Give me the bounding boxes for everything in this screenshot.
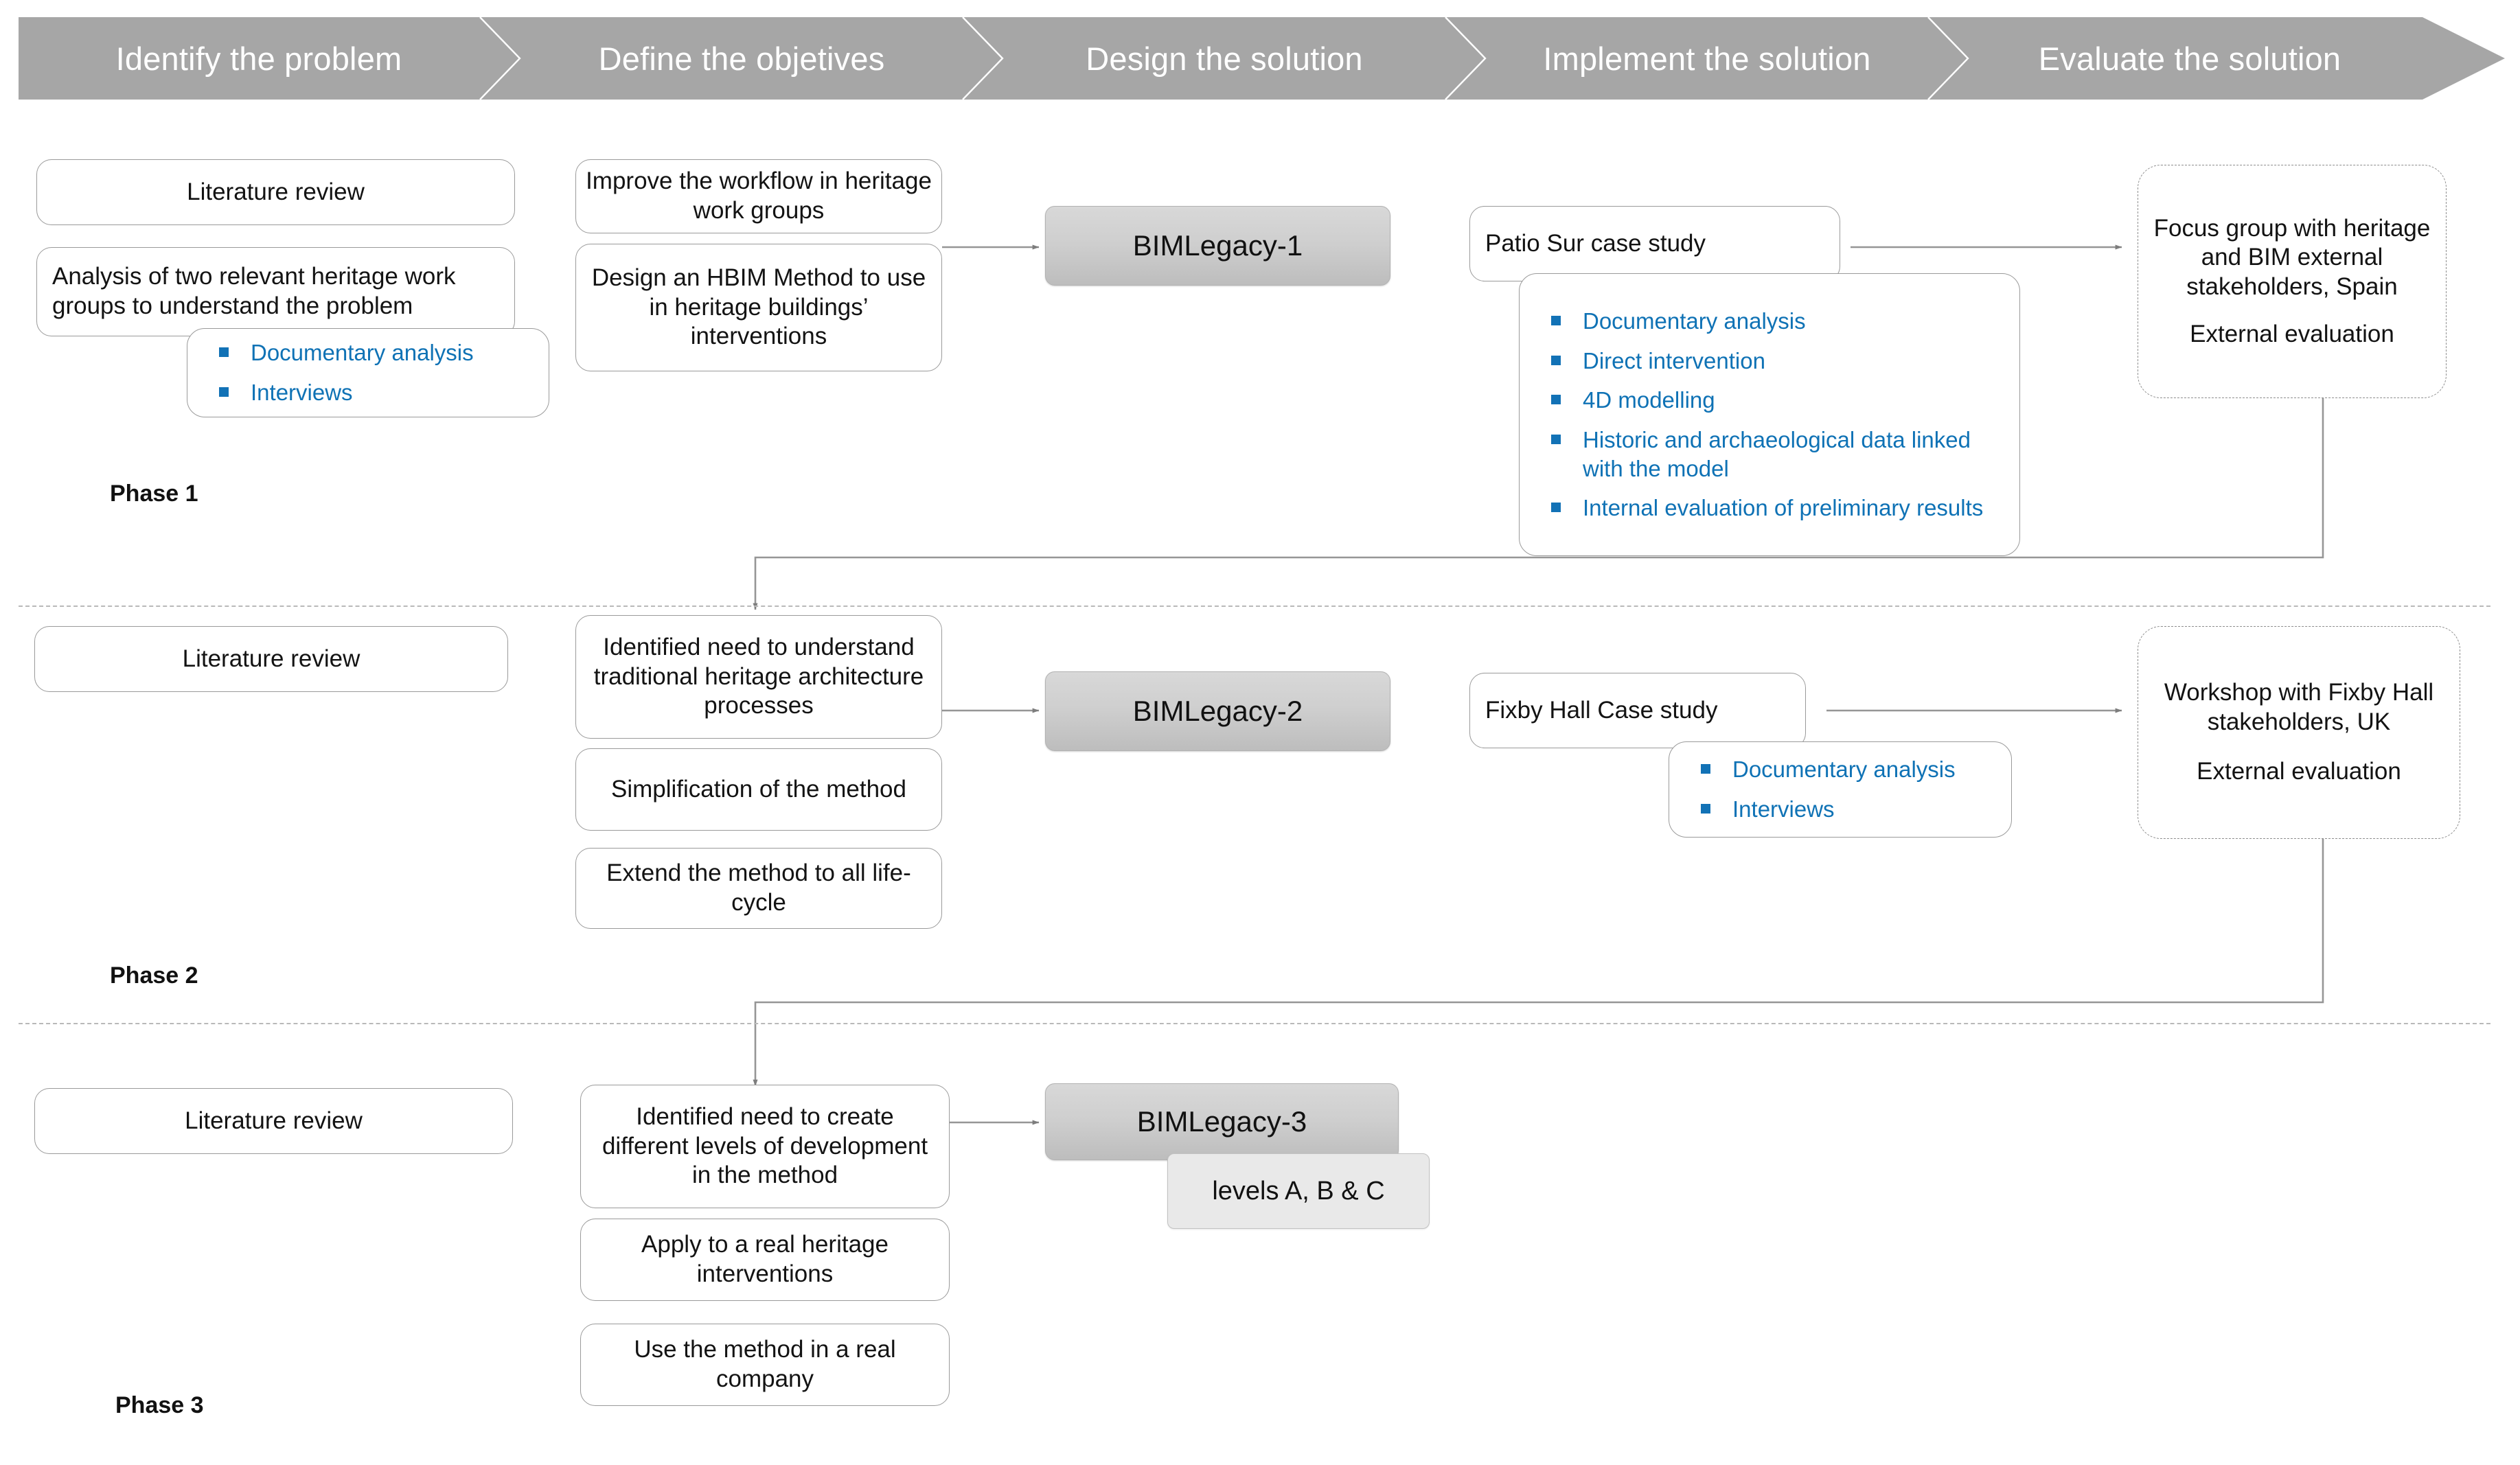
box-text: Analysis of two relevant heritage work g… — [52, 263, 456, 319]
phase2-literature-review-box[interactable]: Literature review — [34, 626, 508, 692]
phase2-objective-extend-box[interactable]: Extend the method to all life-cycle — [575, 848, 942, 929]
phase1-analysis-box[interactable]: Analysis of two relevant heritage work g… — [36, 247, 515, 336]
phase2-case-study-box[interactable]: Fixby Hall Case study — [1469, 673, 1806, 748]
box-text: Improve the workflow in heritage work gr… — [586, 168, 932, 224]
box-text: Fixby Hall Case study — [1485, 696, 1718, 724]
phase2-bimlegacy-box[interactable]: BIMLegacy-2 — [1045, 671, 1390, 751]
bullet-square-icon — [1701, 764, 1710, 774]
bullet-square-icon — [1551, 395, 1561, 405]
box-text: levels A, B & C — [1212, 1176, 1385, 1206]
phase3-literature-review-box[interactable]: Literature review — [34, 1088, 513, 1154]
evaluation-text: Focus group with heritage and BIM extern… — [2153, 214, 2431, 300]
box-text: Design an HBIM Method to use in heritage… — [591, 264, 926, 350]
bullet-square-icon — [219, 387, 229, 397]
evaluation-text: Workshop with Fixby Hall stakeholders, U… — [2164, 678, 2434, 735]
phase3-bimlegacy-box[interactable]: BIMLegacy-3 — [1045, 1083, 1399, 1160]
phase3-levels-box[interactable]: levels A, B & C — [1167, 1153, 1430, 1229]
box-text: BIMLegacy-1 — [1132, 229, 1303, 262]
phase2-objective-understand-box[interactable]: Identified need to understand traditiona… — [575, 615, 942, 739]
phase1-evaluation-box[interactable]: Focus group with heritage and BIM extern… — [2138, 165, 2447, 398]
list-item: Documentary analysis — [1701, 755, 1993, 784]
phase1-objective-workflow-box[interactable]: Improve the workflow in heritage work gr… — [575, 159, 942, 233]
phase1-identify-methods-box[interactable]: Documentary analysis Interviews — [187, 328, 549, 417]
box-text: Extend the method to all life-cycle — [606, 860, 911, 916]
list-item: Historic and archaeological data linked … — [1551, 426, 2002, 483]
phase3-objective-apply-box[interactable]: Apply to a real heritage interventions — [580, 1219, 950, 1301]
box-text: Literature review — [185, 1107, 363, 1134]
list-item: Internal evaluation of preliminary resul… — [1551, 494, 2002, 522]
phase2-evaluation-box[interactable]: Workshop with Fixby Hall stakeholders, U… — [2138, 626, 2460, 839]
phase-divider-2 — [19, 1023, 2490, 1024]
phase1-bimlegacy-box[interactable]: BIMLegacy-1 — [1045, 206, 1390, 286]
box-text: Apply to a real heritage interventions — [641, 1231, 889, 1287]
phase3-objective-levels-box[interactable]: Identified need to create different leve… — [580, 1085, 950, 1208]
box-text: Simplification of the method — [611, 775, 906, 803]
phase-label-1: Phase 1 — [110, 481, 198, 507]
phase1-literature-review-box[interactable]: Literature review — [36, 159, 515, 225]
phase3-objective-company-box[interactable]: Use the method in a real company — [580, 1324, 950, 1406]
phase1-implement-methods-box[interactable]: Documentary analysis Direct intervention… — [1519, 273, 2020, 556]
bullet-square-icon — [1551, 503, 1561, 513]
stage-banner: Identify the problem Define the objetive… — [19, 17, 2505, 100]
phase1-case-study-box[interactable]: Patio Sur case study — [1469, 206, 1840, 281]
box-text: BIMLegacy-2 — [1132, 695, 1303, 728]
bullet-square-icon — [1701, 804, 1710, 814]
box-text: Use the method in a real company — [634, 1336, 896, 1392]
bullet-square-icon — [219, 347, 229, 358]
bullet-square-icon — [1551, 435, 1561, 444]
list-item: Interviews — [219, 378, 531, 407]
box-text: Identified need to understand traditiona… — [593, 633, 924, 719]
phase2-implement-methods-box[interactable]: Documentary analysis Interviews — [1669, 741, 2012, 838]
bullet-square-icon — [1551, 355, 1561, 365]
phase2-objective-simplify-box[interactable]: Simplification of the method — [575, 748, 942, 831]
list-item: Direct intervention — [1551, 347, 2002, 376]
bullet-square-icon — [1551, 316, 1561, 326]
list-item: 4D modelling — [1551, 386, 2002, 415]
evaluation-subtext: External evaluation — [2190, 320, 2394, 347]
phase1-objective-hbim-box[interactable]: Design an HBIM Method to use in heritage… — [575, 244, 942, 371]
box-text: Literature review — [187, 178, 365, 205]
box-text: Identified need to create different leve… — [602, 1103, 928, 1189]
phase-label-3: Phase 3 — [115, 1392, 204, 1418]
list-item: Documentary analysis — [219, 338, 531, 367]
list-item: Interviews — [1701, 795, 1993, 824]
phase-label-2: Phase 2 — [110, 962, 198, 989]
phase-divider-1 — [19, 605, 2490, 607]
evaluation-subtext: External evaluation — [2197, 758, 2401, 785]
list-item: Documentary analysis — [1551, 307, 2002, 336]
box-text: Literature review — [182, 645, 360, 672]
box-text: BIMLegacy-3 — [1136, 1105, 1307, 1138]
box-text: Patio Sur case study — [1485, 229, 1706, 257]
